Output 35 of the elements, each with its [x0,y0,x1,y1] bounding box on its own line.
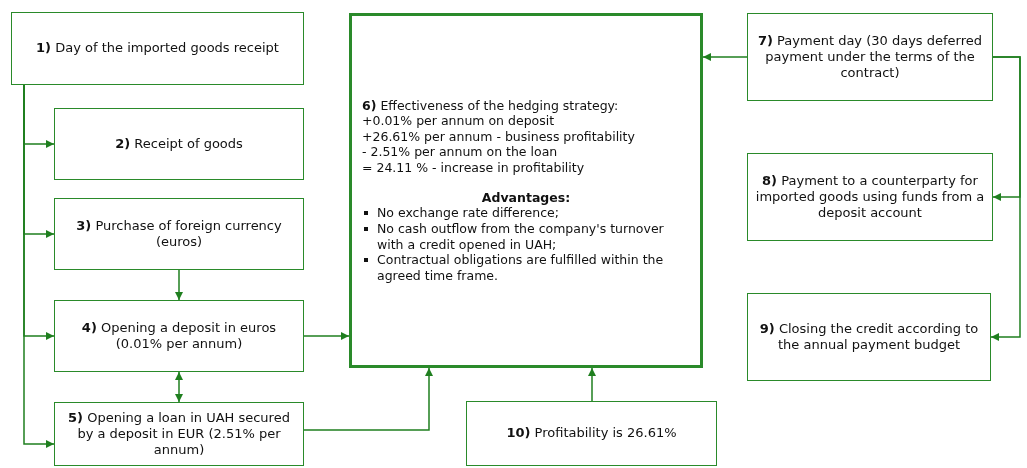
formula-line: = 24.11 % - increase in profitability [362,160,586,176]
box-text: 9) Closing the credit according to the annual payment budget [758,320,980,354]
bullet-item: No exchange rate difference; [377,205,559,221]
process-box [54,300,304,372]
arrow [303,367,433,431]
arrow [702,53,748,61]
process-box [747,293,991,381]
box-text: 10) Profitability is 26.61% [506,425,677,442]
process-box [54,108,304,180]
bullet-item: No cash outflow from the company's turnover with a credit opened in UAH; [377,220,665,253]
box-text: 5) Opening a loan in UAH secured by a deposit in EUR (2.51% per annum) [67,409,291,459]
summary-box [349,13,703,368]
formula-line: 6) Effectiveness of the hedging strategy: [362,97,620,114]
arrow [175,269,183,301]
arrow [990,56,1021,341]
process-box [11,12,304,85]
box-text: 3) Purchase of foreign currency (euros) [75,217,283,251]
process-box [466,401,717,466]
section-heading: Advantages: [480,189,572,206]
bullet-item: Contractual obligations are fulfilled within the agreed time frame. [377,252,665,284]
formula-line: +0.01% per annum on deposit [362,113,556,129]
box-text: 8) Payment to a counterparty for imported goods using funds from a deposit account [754,172,986,222]
arrow [588,367,596,402]
formula-line: - 2.51% per annum on the loan [362,144,559,161]
box-text: 2) Receipt of goods [115,135,243,153]
box-text: 4) Opening a deposit in euros (0.01% per annum) [80,319,278,353]
process-box [747,153,993,241]
process-box [747,13,993,101]
process-box [54,402,304,466]
box-text: 1) Day of the imported goods receipt [36,40,279,57]
box-text: 7) Payment day (30 days deferred payment under the terms of the contract) [756,32,983,82]
arrow [175,371,183,403]
arrow [303,332,350,340]
process-box [54,198,304,270]
formula-line: +26.61% per annum - business profitability [362,128,636,145]
